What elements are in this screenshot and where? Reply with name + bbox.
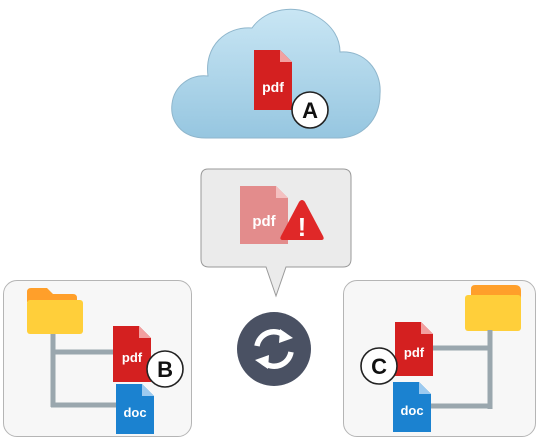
pdf-file-icon: pdf (254, 50, 292, 110)
conflict-callout: pdf ! (200, 168, 352, 298)
doc-file-label: doc (400, 403, 423, 418)
tree-connector (50, 334, 119, 408)
doc-file-icon: doc (116, 384, 154, 434)
pdf-file-icon: pdf (113, 326, 151, 382)
pdf-file-label: pdf (122, 350, 143, 365)
folder-icon (27, 288, 83, 334)
badge-c: C (360, 347, 398, 385)
pdf-file-label: pdf (404, 345, 425, 360)
sync-icon (237, 312, 311, 386)
badge-label: A (302, 98, 318, 123)
right-file-tree: pdf C doc (360, 285, 521, 432)
tree-connector (427, 330, 493, 409)
folder-icon (465, 285, 521, 331)
left-file-tree: pdf B doc (27, 288, 184, 434)
doc-file-label: doc (123, 405, 146, 420)
badge-label: C (371, 354, 387, 379)
pdf-file-icon: pdf (240, 186, 288, 244)
pdf-file-label: pdf (252, 213, 276, 230)
doc-file-icon: doc (393, 382, 431, 432)
badge-b: B (146, 350, 184, 388)
cloud-storage: pdf A (171, 8, 381, 139)
badge-a: A (291, 91, 329, 129)
pdf-file-label: pdf (262, 79, 284, 95)
badge-label: B (157, 357, 173, 382)
warning-icon: ! (280, 200, 324, 242)
warning-mark: ! (298, 212, 307, 242)
pdf-file-icon: pdf (395, 322, 433, 376)
